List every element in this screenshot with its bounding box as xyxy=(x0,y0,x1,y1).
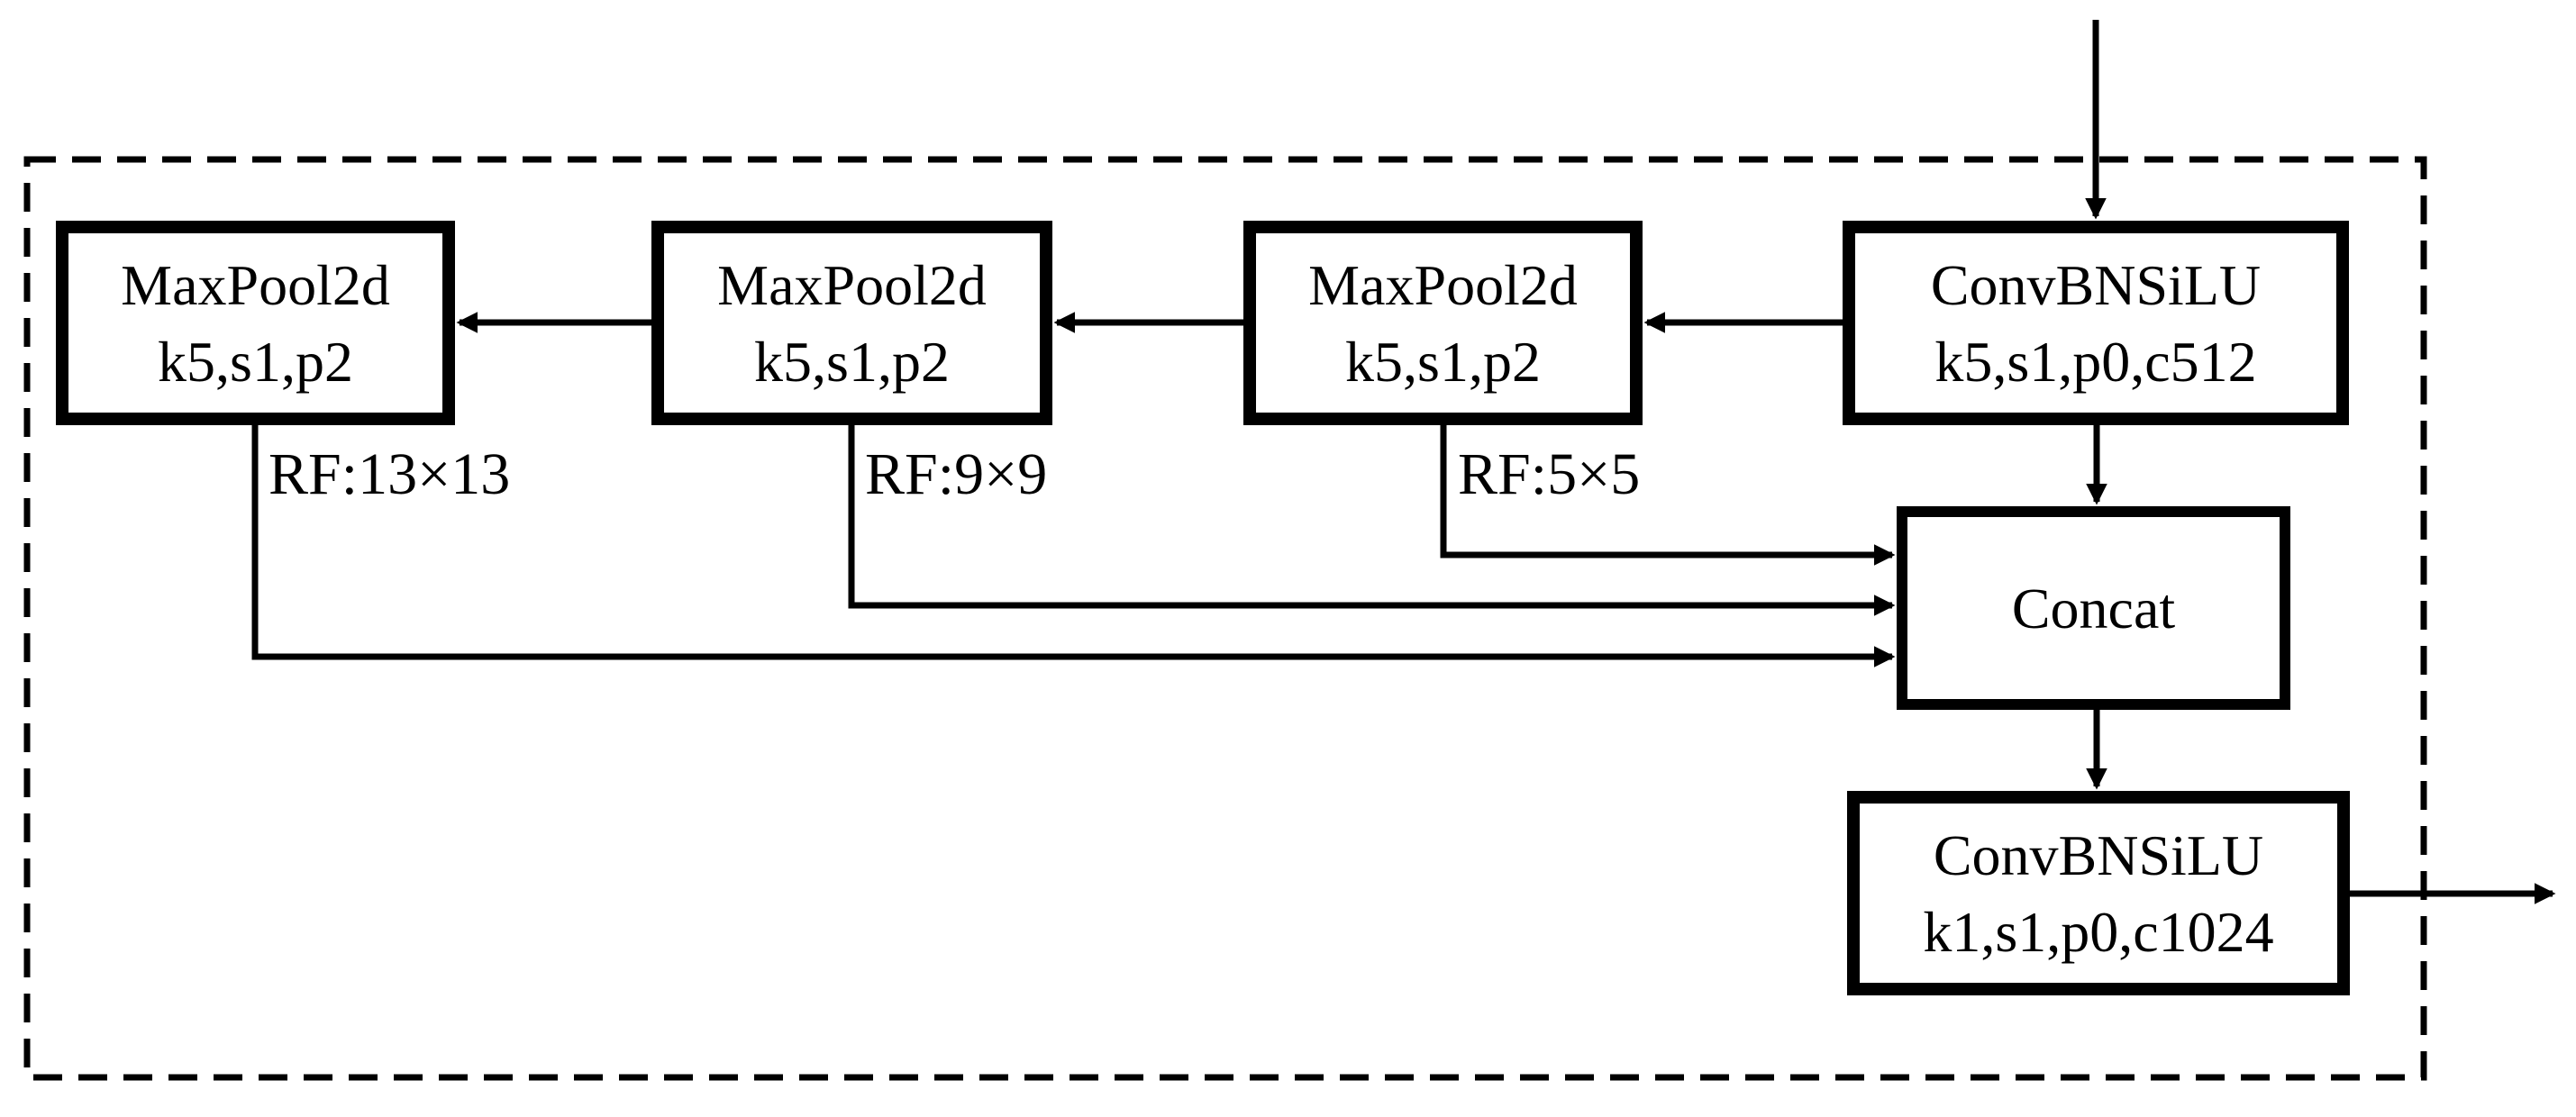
conv-bn-silu-output-params: k1,s1,p0,c1024 xyxy=(1923,899,2274,964)
maxpool-box-middle: MaxPool2d k5,s1,p2 xyxy=(651,221,1052,425)
conv-bn-silu-input-name: ConvBNSiLU xyxy=(1930,252,2262,317)
arrow-maxpool-c-to-concat xyxy=(1440,420,1896,566)
conv-bn-silu-output-name: ConvBNSiLU xyxy=(1933,822,2264,887)
maxpool-box-last: MaxPool2d k5,s1,p2 xyxy=(56,221,455,425)
rf-label-13x13: RF:13×13 xyxy=(269,441,511,507)
concat-box: Concat xyxy=(1897,506,2290,710)
rf-label-5x5: RF:5×5 xyxy=(1458,441,1641,507)
concat-box-label: Concat xyxy=(2011,576,2176,640)
maxpool-box-first-name: MaxPool2d xyxy=(1308,252,1578,317)
maxpool-box-last-params: k5,s1,p2 xyxy=(158,329,353,394)
conv-bn-silu-output-box: ConvBNSiLU k1,s1,p0,c1024 xyxy=(1847,791,2350,995)
maxpool-box-middle-params: k5,s1,p2 xyxy=(754,329,950,394)
maxpool-box-first: MaxPool2d k5,s1,p2 xyxy=(1243,221,1643,425)
maxpool-box-last-name: MaxPool2d xyxy=(121,252,390,317)
conv-bn-silu-input-box: ConvBNSiLU k5,s1,p0,c512 xyxy=(1843,221,2349,425)
arrow-maxpool-a-to-concat xyxy=(251,420,1896,667)
maxpool-box-middle-name: MaxPool2d xyxy=(717,252,987,317)
maxpool-box-first-params: k5,s1,p2 xyxy=(1345,329,1541,394)
rf-label-9x9: RF:9×9 xyxy=(865,441,1048,507)
arrow-maxpool-b-to-concat xyxy=(848,420,1896,616)
conv-bn-silu-input-params: k5,s1,p0,c512 xyxy=(1934,329,2257,394)
module-boundary-dashed-border xyxy=(23,156,2427,1081)
